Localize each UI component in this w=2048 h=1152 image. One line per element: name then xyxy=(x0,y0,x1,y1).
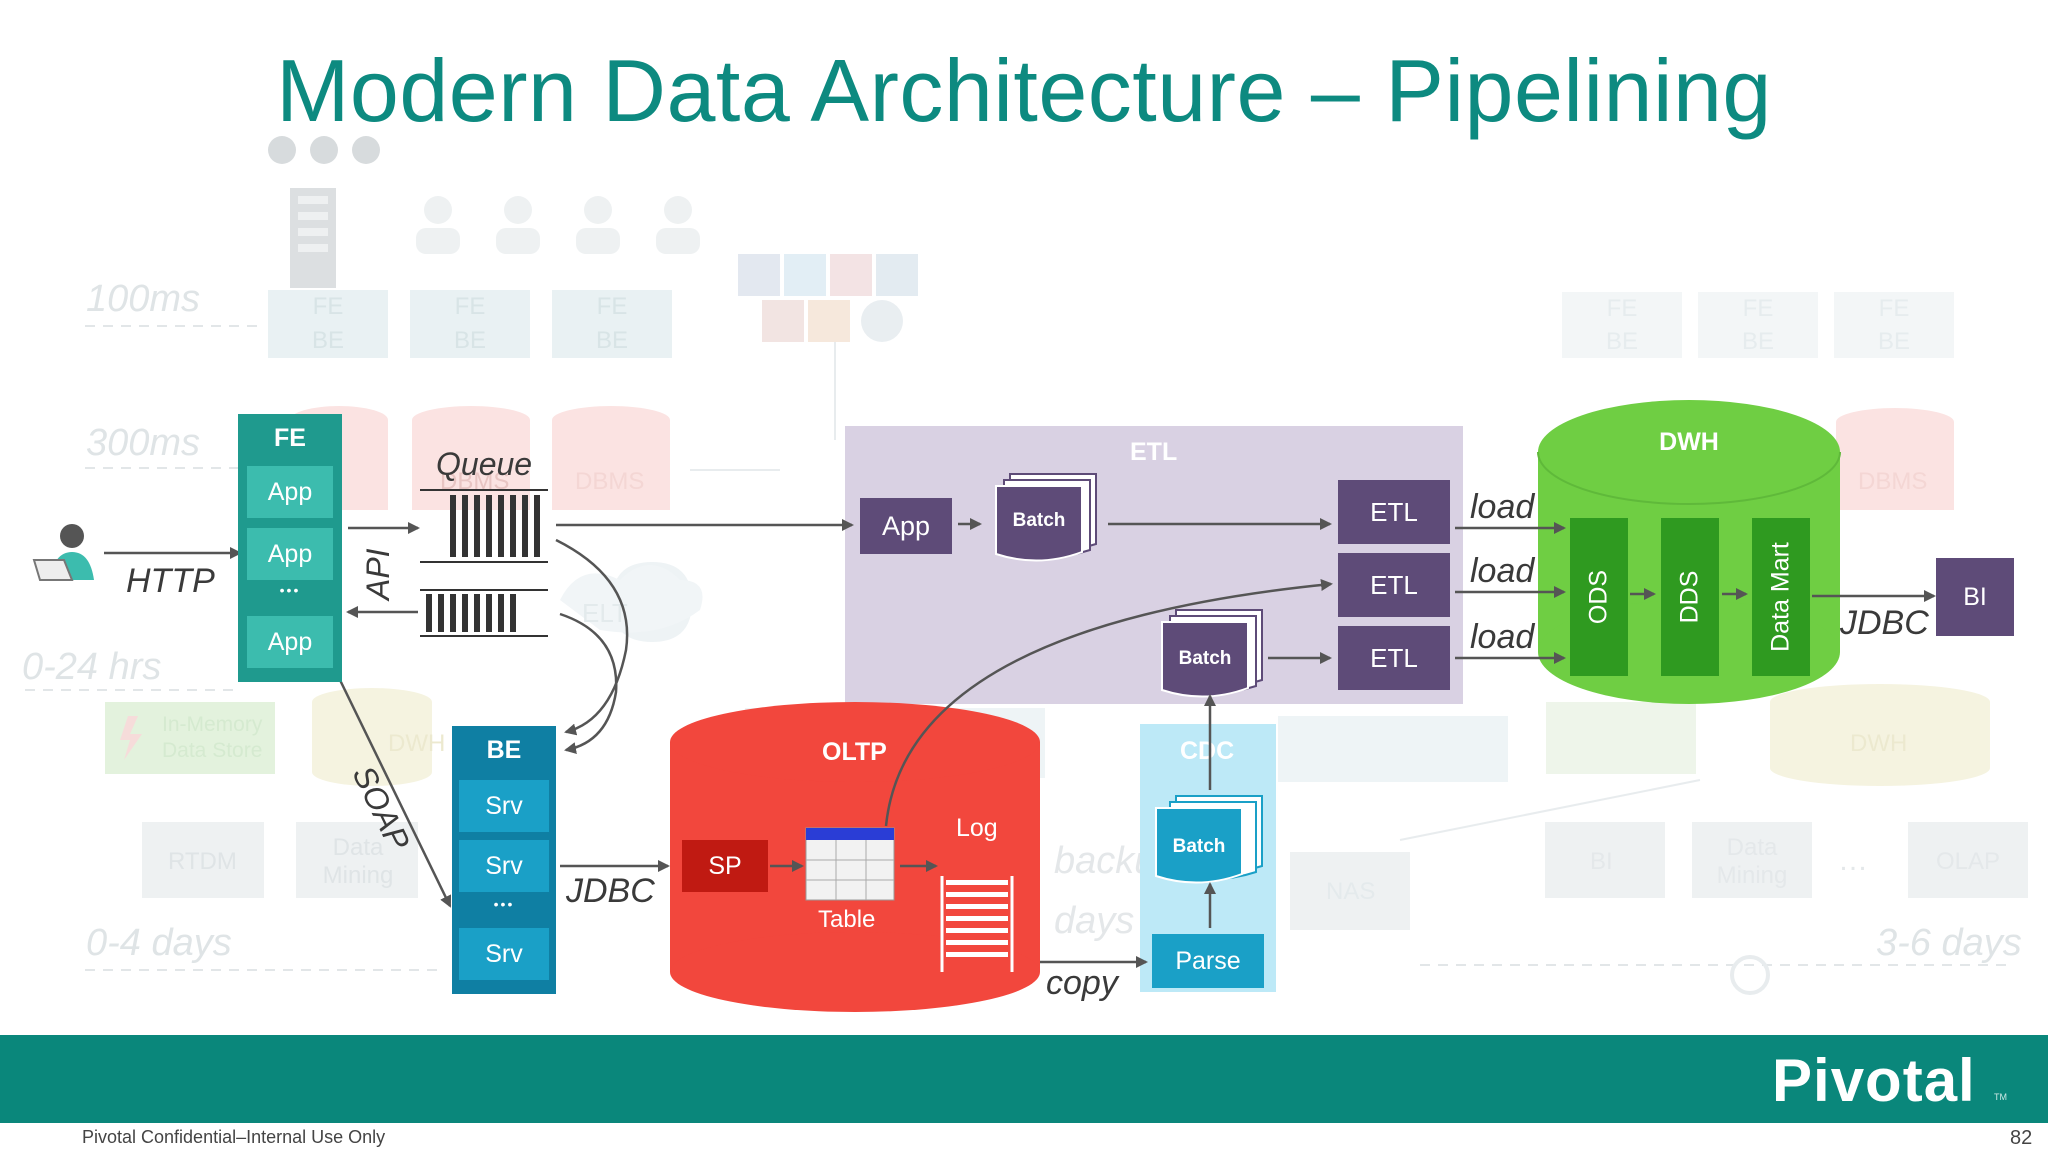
ghost-data-mining-left: Data Mining xyxy=(322,834,394,889)
ghost-dwh-left-label: DWH xyxy=(388,730,446,757)
load-label-1: load xyxy=(1470,488,1535,526)
fe-app-2: App xyxy=(247,528,333,580)
etl-panel-title: ETL xyxy=(1130,438,1178,466)
fe-dots: ••• xyxy=(279,582,301,598)
ghost-fe-be-r1: FE BE xyxy=(1562,292,1682,358)
ghost-dbms-label-3: DBMS xyxy=(575,468,645,495)
table-label: Table xyxy=(818,906,876,933)
oltp-title: OLTP xyxy=(822,738,887,766)
ods-column: ODS xyxy=(1570,518,1628,676)
fe-app-3: App xyxy=(247,616,333,668)
pivotal-logo: Pivotal xyxy=(1772,1047,1976,1114)
load-label-2: load xyxy=(1470,552,1535,590)
be-srv-2: Srv xyxy=(459,840,549,892)
ghost-fe-be-2: FE BE xyxy=(410,290,530,358)
ghost-in-memory-label: In-Memory Data Store xyxy=(162,713,263,762)
be-srv-3: Srv xyxy=(459,928,549,980)
ghost-ellipsis: … xyxy=(1838,844,1868,877)
ghost-be-label: BE xyxy=(595,327,628,354)
jdbc-oltp-label: JDBC xyxy=(566,872,655,910)
api-label: API xyxy=(360,548,396,600)
table-icon xyxy=(805,827,895,901)
ghost-days-label: days xyxy=(1054,900,1135,942)
queue-bottom xyxy=(420,589,548,637)
latency-0-24hrs: 0-24 hrs xyxy=(22,646,162,688)
log-icon xyxy=(940,876,1014,972)
ghost-fe-label: FE xyxy=(312,293,344,320)
http-label: HTTP xyxy=(126,562,215,600)
latency-100ms: 100ms xyxy=(86,278,201,320)
ghost-fe-label: FE xyxy=(596,293,628,320)
ghost-nas-label: NAS xyxy=(1326,878,1376,905)
batch-stack-1 xyxy=(995,473,1097,562)
ghost-be-label: BE xyxy=(453,327,486,354)
footer-bar xyxy=(0,1035,2048,1123)
social-icons xyxy=(738,254,918,342)
cdc-batch-label: Batch xyxy=(1172,836,1226,857)
ghost-dbms-label-r: DBMS xyxy=(1858,468,1928,495)
fe-header: FE xyxy=(274,424,306,452)
ghost-fe-label: FE xyxy=(454,293,486,320)
batch-stack-2 xyxy=(1161,609,1263,698)
data-mart-label: Data Mart xyxy=(1766,542,1795,652)
queue-label: Queue xyxy=(436,446,533,482)
page-number: 82 xyxy=(2010,1127,2033,1149)
dds-column: DDS xyxy=(1661,518,1719,676)
ghost-data-mining-right: Data Mining xyxy=(1716,834,1788,889)
confidential-label: Pivotal Confidential–Internal Use Only xyxy=(82,1127,386,1147)
user-icon xyxy=(32,524,94,581)
be-header: BE xyxy=(486,736,522,764)
jdbc-bi-label: JDBC xyxy=(1840,604,1929,642)
dwh-title: DWH xyxy=(1659,428,1719,456)
queue-top xyxy=(420,489,548,563)
ghost-rtdm-label: RTDM xyxy=(168,848,237,875)
data-mart-column: Data Mart xyxy=(1752,518,1810,676)
bi-box: BI xyxy=(1936,558,2014,636)
batch-label-1: Batch xyxy=(1012,510,1066,531)
latency-3-6days: 3-6 days xyxy=(1876,922,2022,964)
etl-box-2: ETL xyxy=(1338,553,1450,617)
ghost-dwh-right-label: DWH xyxy=(1850,730,1908,757)
etl-app-box: App xyxy=(860,498,952,554)
etl-box-3: ETL xyxy=(1338,626,1450,690)
ghost-fe-be-r3: FE BE xyxy=(1834,292,1954,358)
ghost-bi-right: BI xyxy=(1590,848,1613,875)
copy-label: copy xyxy=(1046,964,1118,1002)
slide-title: Modern Data Architecture – Pipelining xyxy=(276,41,1772,140)
log-label: Log xyxy=(956,814,998,842)
server-icon xyxy=(268,136,380,288)
ods-label: ODS xyxy=(1584,569,1613,625)
ghost-fe-be-r2: FE BE xyxy=(1698,292,1818,358)
ghost-olap: OLAP xyxy=(1936,848,2001,875)
ghost-fe-be-1: FE BE xyxy=(268,290,388,358)
ghost-be-label: BE xyxy=(1877,328,1910,355)
ghost-be-label: BE xyxy=(1741,328,1774,355)
ghost-fe-label: FE xyxy=(1742,295,1774,322)
sp-box: SP xyxy=(682,840,768,892)
users-icon xyxy=(416,196,700,254)
latency-300ms: 300ms xyxy=(86,422,201,464)
dds-label: DDS xyxy=(1675,570,1704,624)
etl-box-1: ETL xyxy=(1338,480,1450,544)
load-label-3: load xyxy=(1470,618,1535,656)
ghost-fe-be-3: FE BE xyxy=(552,290,672,358)
fe-app-1: App xyxy=(247,466,333,518)
parse-box: Parse xyxy=(1152,934,1264,988)
be-dots: ••• xyxy=(493,896,515,912)
ghost-fe-label: FE xyxy=(1878,295,1910,322)
cdc-panel-title: CDC xyxy=(1180,737,1235,765)
ghost-fe-label: FE xyxy=(1606,295,1638,322)
be-srv-1: Srv xyxy=(459,780,549,832)
pivotal-logo-tm: TM xyxy=(1994,1092,2007,1102)
ghost-be-label: BE xyxy=(311,327,344,354)
batch-stack-cdc xyxy=(1155,795,1263,884)
latency-0-4days: 0-4 days xyxy=(86,922,232,964)
ghost-be-label: BE xyxy=(1605,328,1638,355)
batch-label-2: Batch xyxy=(1178,648,1232,669)
